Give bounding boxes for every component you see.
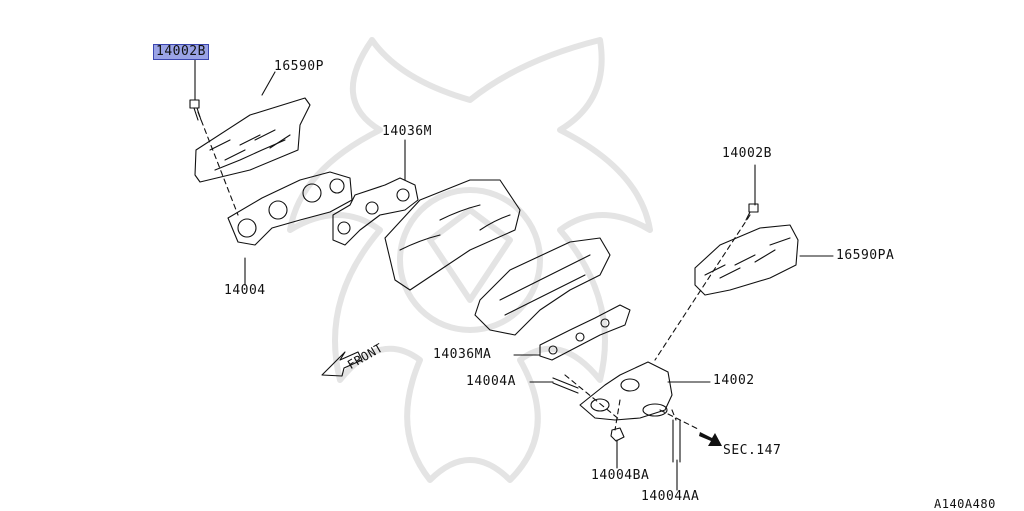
sec-arrow: [699, 432, 722, 446]
callout-gasket-left[interactable]: 14036M: [382, 124, 432, 139]
callout-bolt-right[interactable]: 14002B: [722, 146, 772, 161]
manifold-right: [579, 361, 673, 421]
front-arrow: [321, 351, 363, 377]
diagram-code: A140A480: [934, 497, 996, 511]
leader-lines: [194, 59, 834, 491]
manifold-left: [227, 171, 353, 246]
bolt-left: [189, 99, 202, 121]
callout-bolt-left[interactable]: 14002B: [153, 44, 209, 60]
heat-cover-right: [694, 224, 799, 296]
stud-left: [552, 377, 579, 394]
callout-manifold-right[interactable]: 14002: [713, 373, 755, 388]
bolt-right: [745, 203, 759, 221]
gasket-left: [332, 177, 419, 246]
callout-stud-left[interactable]: 14004A: [466, 374, 516, 389]
cylinder-head-right: [474, 237, 611, 336]
callout-manifold-left[interactable]: 14004: [224, 283, 266, 298]
stud-right: [672, 419, 681, 463]
callout-nut[interactable]: 14004BA: [591, 468, 650, 483]
callout-cover-left[interactable]: 16590P: [274, 59, 324, 74]
sec-reference[interactable]: SEC.147: [723, 443, 782, 458]
heat-cover-left: [194, 97, 311, 183]
callout-stud-right[interactable]: 14004AA: [641, 489, 700, 504]
gasket-right: [539, 304, 631, 361]
watermark-crest: [287, 37, 653, 483]
callout-gasket-right[interactable]: 14036MA: [433, 347, 492, 362]
callout-cover-right[interactable]: 16590PA: [836, 248, 895, 263]
cylinder-head-left: [384, 179, 521, 291]
nut: [610, 427, 625, 442]
